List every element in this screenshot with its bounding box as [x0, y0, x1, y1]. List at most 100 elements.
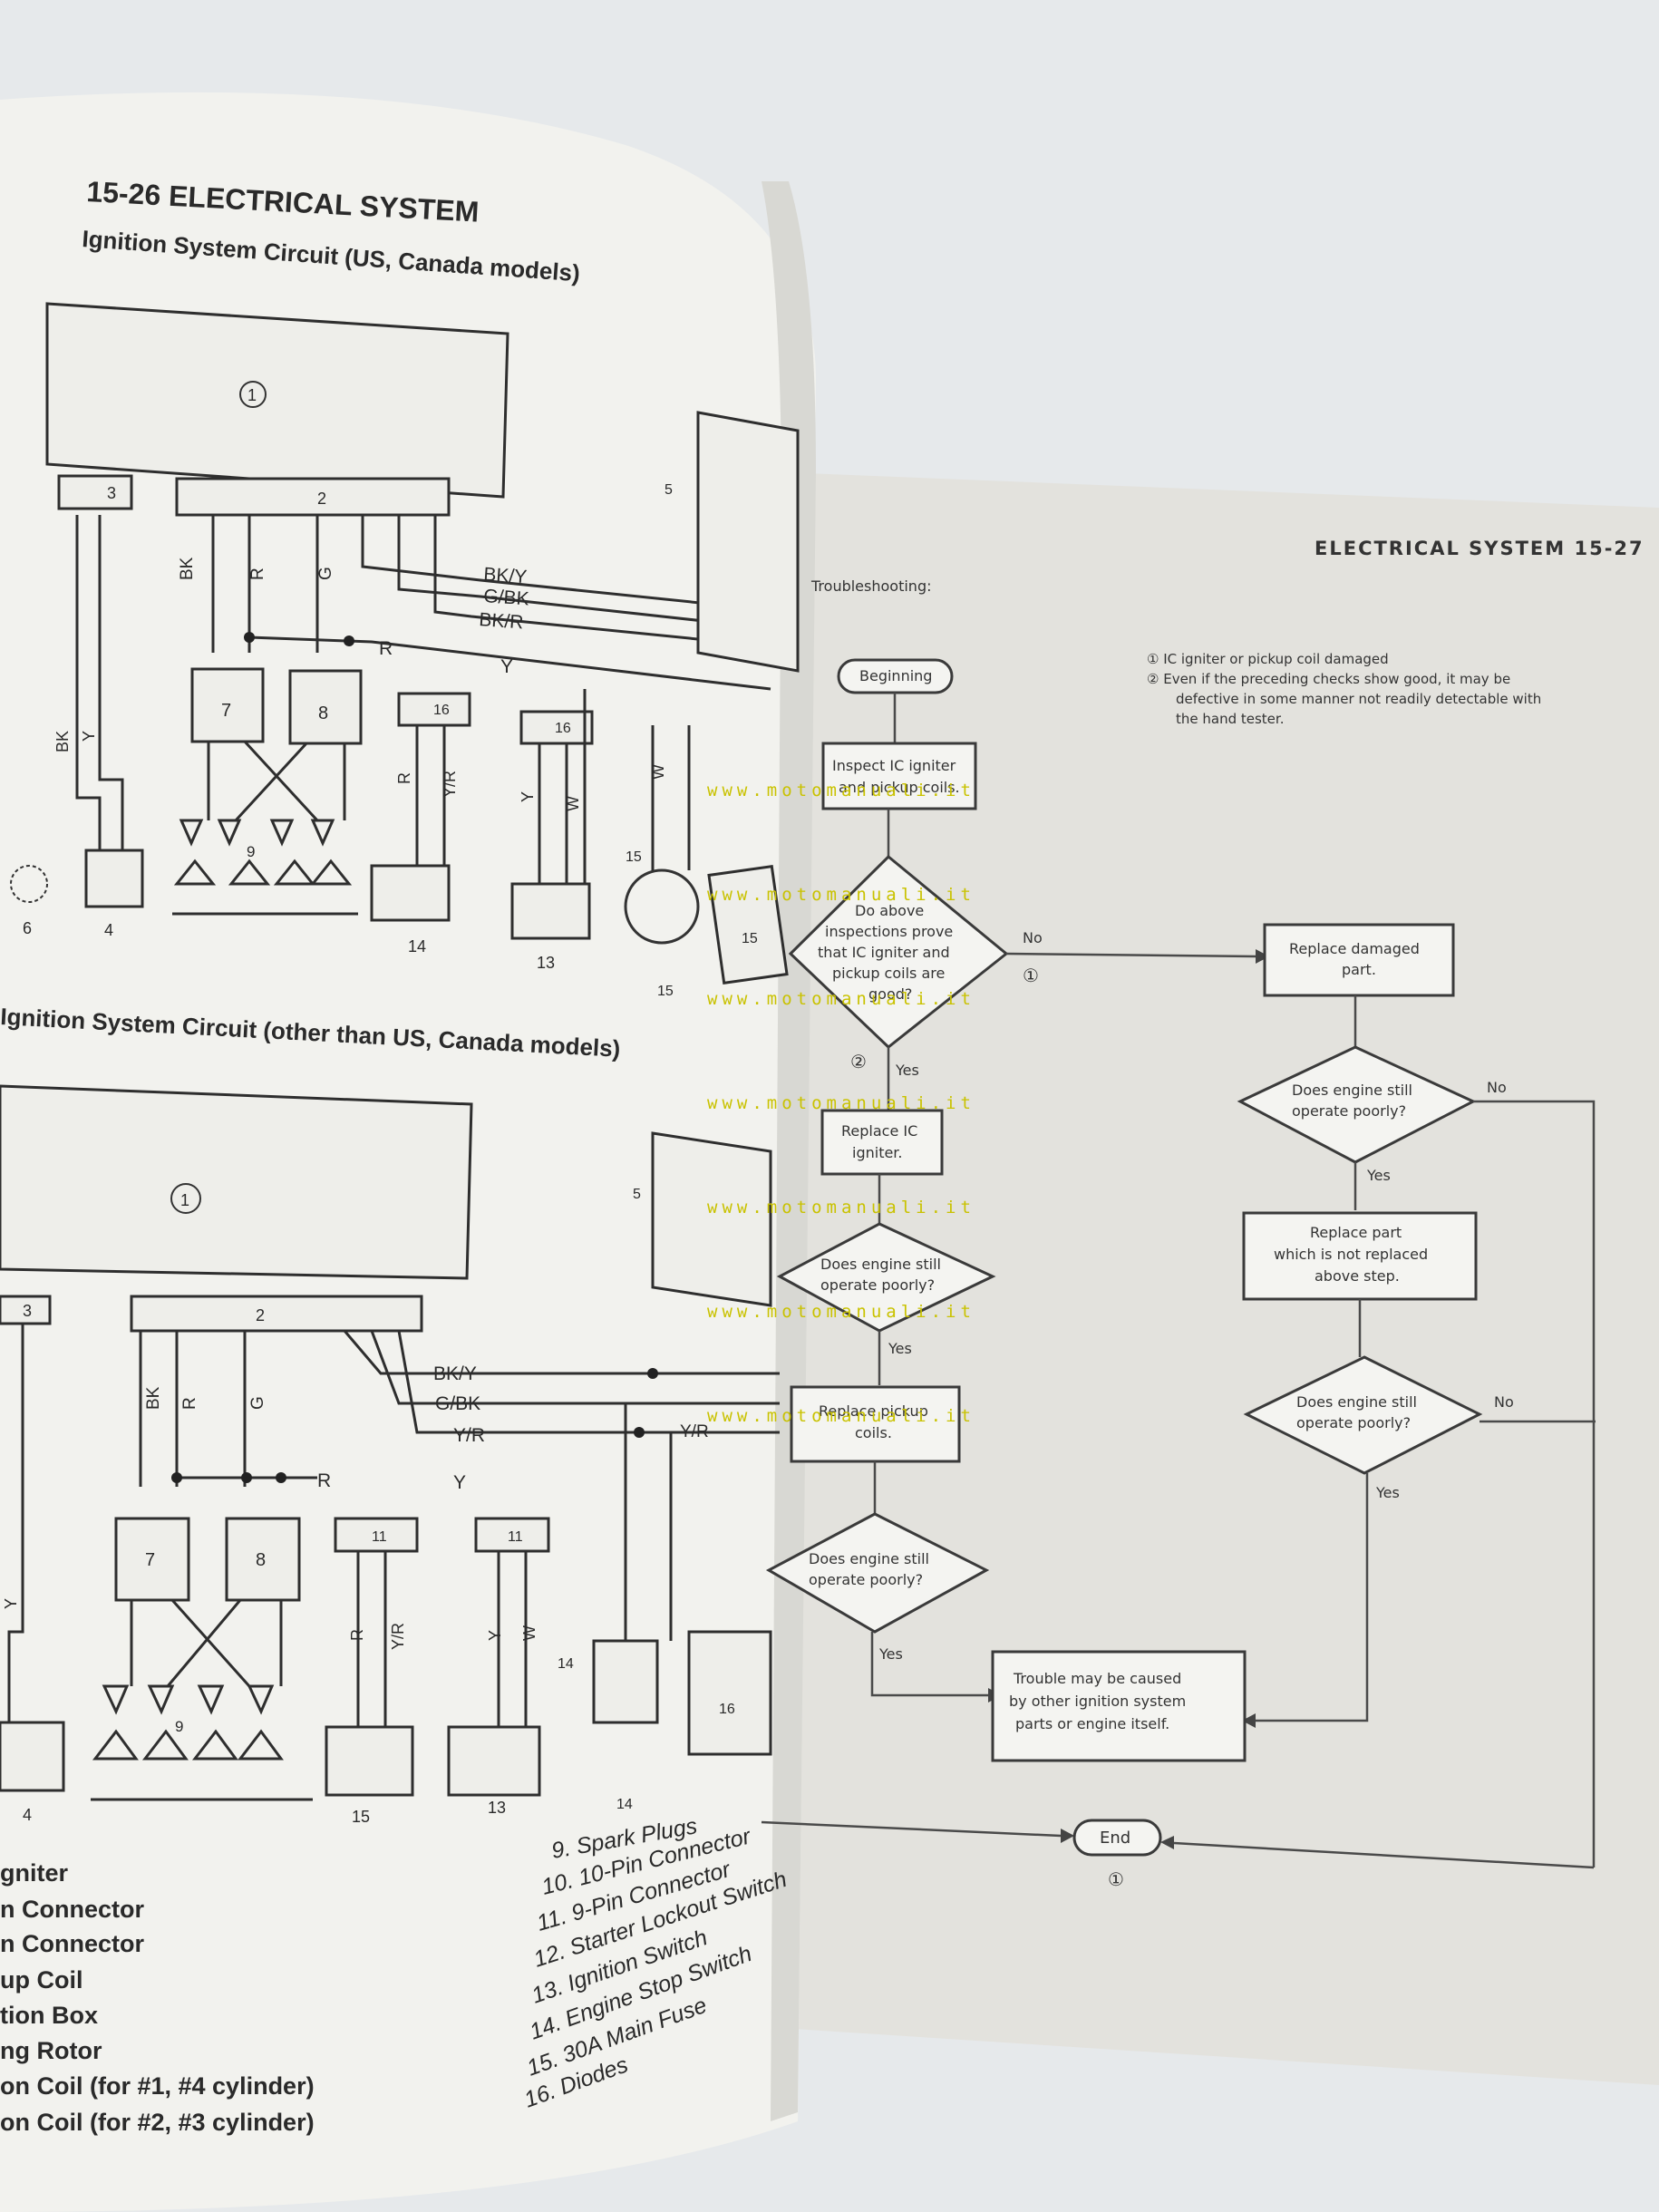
wire-label-r: R	[248, 568, 267, 580]
wire-label-w2: W	[649, 764, 667, 780]
flow-end-mark: ①	[1108, 1868, 1124, 1890]
flow-decision-right-1-a: Does engine still	[1292, 1082, 1412, 1099]
connector-2-other-label: 2	[256, 1306, 265, 1324]
flow-replace-damaged-2: part.	[1342, 961, 1376, 978]
watermark-3: www.motomanuali.it	[707, 989, 975, 1009]
wire-label-bk-other: BK	[144, 1386, 163, 1410]
flow-no-right-1: No	[1487, 1079, 1507, 1096]
flow-mark-2: ②	[850, 1051, 867, 1072]
coil-8-label: 8	[318, 703, 328, 723]
callout-14-other: 15	[352, 1808, 370, 1826]
flow-end-text: End	[1100, 1829, 1130, 1848]
flow-replace-damaged-1: Replace damaged	[1289, 940, 1420, 957]
ignition-coil-8-other	[225, 1517, 301, 1602]
spark-plugs-other	[91, 1684, 313, 1801]
coil-7-label: 7	[221, 701, 231, 721]
notes: ① IC igniter or pickup coil damaged ② Ev…	[1147, 651, 1541, 727]
watermark-2: www.motomanuali.it	[707, 885, 975, 905]
ignition-switch-other	[447, 1725, 541, 1797]
flow-decision-1-a: Do above	[855, 902, 924, 919]
ic-igniter-box-2	[0, 1084, 473, 1280]
wire-label-bk2: BK	[53, 731, 72, 752]
wire-label-r-other: R	[180, 1397, 199, 1410]
junction-box-5-us	[696, 411, 800, 673]
flow-replace-pickup-2: coils.	[855, 1424, 892, 1441]
wire-label-y-r: Y/R	[441, 771, 459, 798]
wire-label-bk-y-other: BK/Y	[433, 1363, 477, 1384]
diode-callout-b: 16	[555, 721, 571, 736]
flow-replace-ic-1: Replace IC	[841, 1122, 917, 1140]
connector-2-label: 2	[317, 490, 326, 508]
spark-plugs-us	[172, 819, 358, 916]
battery-us	[707, 865, 789, 985]
engine-stop-switch-other	[325, 1725, 414, 1797]
circuit-diagram-other: 1 3 2 BK/Y G/BK Y/R Y/R BK R G R Y 7 8 9	[0, 1084, 780, 1826]
connector-2	[175, 477, 451, 517]
circuit-diagram-us: 1 3 2 BK/Y G/BK BK/R BK R G R Y 7 8	[10, 302, 800, 999]
flow-decision-right-1-b: operate poorly?	[1292, 1102, 1406, 1120]
note-1: ① IC igniter or pickup coil damaged	[1147, 651, 1389, 667]
battery-other	[687, 1630, 772, 1756]
pickup-coil-box	[84, 849, 144, 908]
coil-8-other-label: 8	[256, 1550, 266, 1570]
spark-plugs-other-callout: 9	[175, 1718, 183, 1735]
connector-3-other	[0, 1295, 52, 1325]
watermark-6: www.motomanuali.it	[707, 1302, 975, 1322]
wire-label-y-r-other: Y/R	[453, 1425, 485, 1446]
callout-15-other: 14	[558, 1656, 574, 1672]
wire-label-g-bk: G/BK	[483, 586, 530, 609]
flow-decision-right-2-b: operate poorly?	[1296, 1414, 1411, 1431]
callout-4: 4	[104, 921, 113, 939]
wire-label-y: Y	[500, 656, 513, 677]
flow-replace-part-1: Replace part	[1310, 1224, 1402, 1241]
connector-3	[57, 474, 133, 510]
troubleshooting-flowchart: Beginning Inspect IC igniter and pickup …	[761, 658, 1596, 1890]
wire-label-y-r-other-2: Y/R	[680, 1422, 709, 1441]
pickup-coil-other	[0, 1721, 65, 1792]
wire-label-y3: Y	[519, 791, 537, 802]
wire-label-r3: R	[395, 772, 413, 784]
wire-label-g: G	[316, 567, 335, 580]
coil-7-other-label: 7	[145, 1550, 155, 1570]
legend-left: gniter n Connector n Connector up Coil t…	[0, 1859, 315, 2136]
legend-item-3: n Connector	[0, 1930, 144, 1957]
flow-begin-text: Beginning	[859, 667, 932, 684]
wire-label-r2-other: R	[317, 1470, 331, 1491]
flow-decision-left-2-a: Does engine still	[820, 1256, 941, 1273]
flow-inspect-2: and pickup coils.	[839, 779, 960, 796]
wire-label-r2: R	[379, 638, 393, 659]
wire-label-r3-other: R	[348, 1629, 366, 1641]
flow-inspect-1: Inspect IC igniter	[832, 757, 956, 774]
wire-label-y2-other: Y	[453, 1472, 466, 1493]
callout-6: 6	[23, 919, 32, 937]
callout-4-other: 4	[23, 1806, 32, 1824]
flow-replace-ic-2: igniter.	[852, 1144, 903, 1161]
flow-trouble-1: Trouble may be caused	[1013, 1670, 1181, 1687]
callout-16-us: 15	[742, 931, 758, 946]
note-4: the hand tester.	[1176, 711, 1284, 727]
note-2: ② Even if the preceding checks show good…	[1147, 671, 1510, 687]
flow-yes-right-1: Yes	[1366, 1167, 1391, 1184]
spark-plugs-callout: 9	[247, 843, 255, 860]
flow-yes-3: Yes	[878, 1645, 903, 1663]
diode-callout-other-a: 11	[372, 1529, 387, 1545]
ic-igniter-box	[45, 302, 509, 499]
flow-yes-1: Yes	[895, 1062, 919, 1079]
flow-decision-right-2	[1243, 1355, 1483, 1475]
diode-callout-a: 16	[433, 703, 450, 718]
main-fuse-other	[592, 1639, 659, 1724]
flow-decision-left-2-b: operate poorly?	[820, 1276, 935, 1294]
flow-mark-1: ①	[1023, 965, 1039, 986]
callout-15b-other: 14	[616, 1797, 633, 1812]
connector-3-label: 3	[107, 484, 116, 502]
ignition-coil-7-other	[114, 1517, 190, 1602]
watermark-5: www.motomanuali.it	[707, 1198, 975, 1218]
flow-decision-1-e: good?	[868, 985, 912, 1003]
callout-13-other: 13	[488, 1799, 506, 1817]
legend-item-2: n Connector	[0, 1896, 144, 1923]
flow-inspect	[821, 742, 977, 810]
legend-item-7: on Coil (for #1, #4 cylinder)	[0, 2072, 315, 2100]
flow-decision-left-3-a: Does engine still	[809, 1550, 929, 1567]
legend-item-6: ng Rotor	[0, 2037, 102, 2064]
